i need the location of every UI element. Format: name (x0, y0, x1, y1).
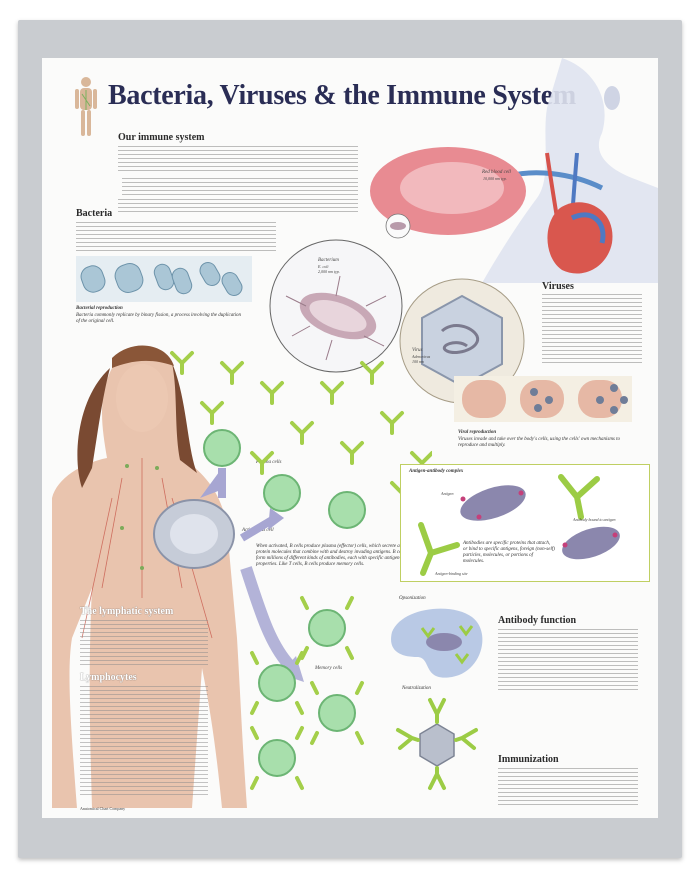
lymphatic-system-text (80, 620, 208, 666)
antibodies-illustration (170, 351, 432, 505)
neutralization-label: Neutralization (402, 686, 431, 691)
viral-reproduction-panel (454, 376, 632, 422)
antigen-binding-site-label: Antigen-binding site (435, 571, 468, 576)
bacterial-reproduction-caption: Bacteria commonly replicate by binary fi… (76, 313, 242, 324)
poster-title: Bacteria, Viruses & the Immune System (108, 80, 576, 111)
immune-system-text (118, 146, 358, 174)
immunization-text (498, 768, 638, 808)
heading-viruses: Viruses (542, 281, 574, 292)
antibody-bound-label: Antibody bound to antigen (573, 517, 616, 522)
viral-reproduction-title: Viral reproduction (458, 430, 497, 435)
lymphocytes-text (80, 686, 208, 796)
bacterial-reproduction-title: Bacterial reproduction (76, 306, 123, 311)
bacteria-text (76, 222, 276, 252)
viral-reproduction-caption: Viruses invade and take over the body's … (458, 437, 621, 448)
rbc-label: Red blood cell (482, 170, 511, 175)
red-blood-cell-illustration (370, 147, 526, 235)
antigen-antibody-complex-title: Antigen-antibody complex (409, 469, 464, 474)
bacterium-label: Bacterium (318, 258, 339, 263)
heading-antibody-function: Antibody function (498, 615, 577, 626)
opsonization-illustration (391, 608, 483, 678)
bacterium-size-label-2: 2,000 nm typ. (318, 269, 340, 274)
antibodies-caption: Antibodies are specific proteins that at… (463, 541, 555, 564)
antigen-antibody-complex-box: Antigen-antibody complex Antibodies are … (400, 464, 650, 582)
antigen-label: Antigen (441, 491, 454, 496)
upper-body-illustration (482, 58, 658, 283)
activated-b-cell-illustration (153, 499, 235, 569)
plasma-cells-illustration (203, 429, 366, 529)
virus-type-label: Adenovirus (412, 354, 431, 359)
heading-immunization: Immunization (498, 754, 559, 765)
plasma-cells-label: Plasma cells (256, 460, 282, 465)
virus-label: Virus (412, 348, 423, 353)
bacterium-small-icon (385, 213, 411, 239)
viruses-text (542, 294, 642, 366)
memory-cells-illustration (250, 596, 364, 790)
b-cell-caption: When activated, B cells produce plasma (… (256, 544, 431, 567)
immune-system-text-2 (118, 199, 358, 213)
heading-immune-system: Our immune system (118, 132, 205, 143)
virus-size-label: 100 nm (412, 359, 424, 364)
bacterium-illustration (269, 239, 403, 373)
opsonization-label: Opsonization (399, 596, 426, 601)
bacterium-size-label: E. coli (318, 264, 329, 269)
immune-system-list (122, 178, 358, 196)
virus-illustration (399, 278, 525, 404)
heading-lymphatic-system: The lymphatic system (80, 606, 174, 617)
neutralization-illustration (396, 698, 478, 790)
publisher-footer: Anatomical Chart Company (80, 806, 126, 811)
memory-cells-label: Memory cells (315, 666, 343, 671)
poster: Bacteria, Viruses & the Immune System Re… (42, 58, 658, 818)
heading-bacteria: Bacteria (76, 208, 113, 219)
antibody-function-text (498, 629, 638, 691)
rbc-size-label: 10,000 nm typ. (483, 176, 507, 181)
heading-lymphocytes: Lymphocytes (80, 672, 137, 683)
bacterial-reproduction-panel (76, 256, 252, 302)
body-figure-icon (75, 77, 97, 136)
